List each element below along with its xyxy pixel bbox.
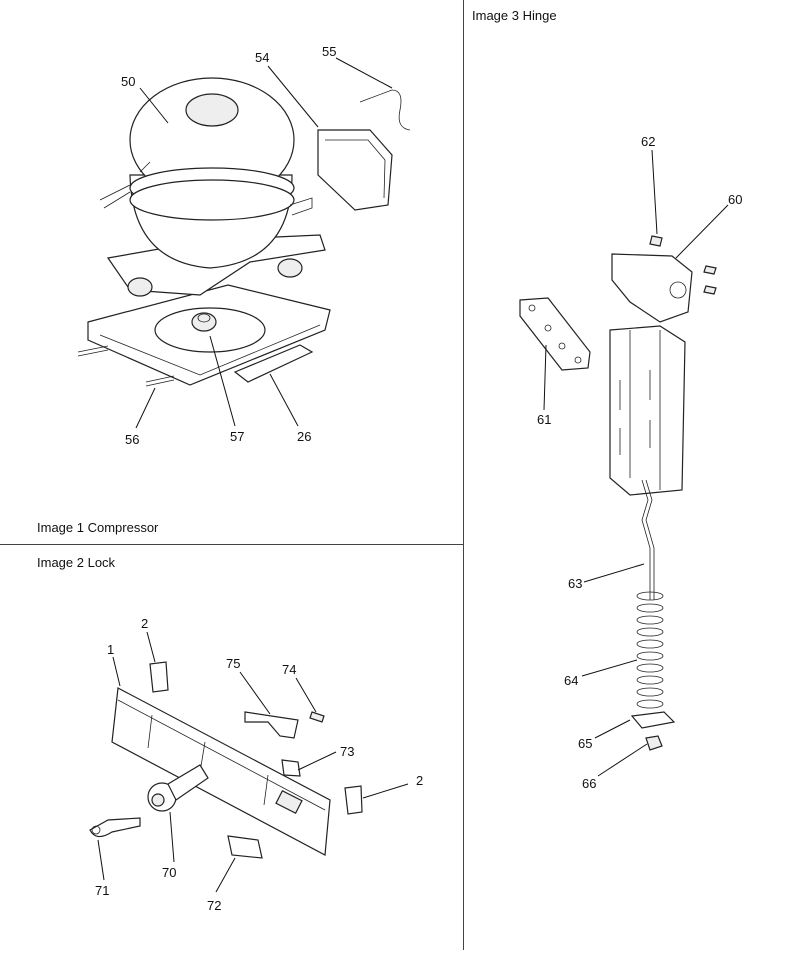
hinge-plate bbox=[519, 297, 591, 371]
callout-2: 2 bbox=[141, 616, 148, 631]
callout-50: 50 bbox=[121, 74, 135, 89]
screw bbox=[309, 711, 325, 723]
label-plate-right bbox=[344, 785, 363, 815]
callout-72: 72 bbox=[207, 898, 221, 913]
compressor-top-dome bbox=[185, 93, 239, 127]
callout-26: 26 bbox=[297, 429, 311, 444]
callout-57: 57 bbox=[230, 429, 244, 444]
callout-62: 62 bbox=[641, 134, 655, 149]
lock-assembly bbox=[89, 661, 363, 859]
callout-1: 1 bbox=[107, 642, 114, 657]
callout-75: 75 bbox=[226, 656, 240, 671]
callout-63: 63 bbox=[568, 576, 582, 591]
callout-54: 54 bbox=[255, 50, 269, 65]
screw-62 bbox=[649, 235, 663, 247]
panel-title-lock: Image 2 Lock bbox=[37, 555, 116, 570]
callout-2-right: 2 bbox=[416, 773, 423, 788]
spring-washer bbox=[630, 711, 676, 729]
nut bbox=[645, 735, 663, 751]
callout-70: 70 bbox=[162, 865, 176, 880]
hinge-bracket bbox=[611, 253, 693, 323]
callout-71: 71 bbox=[95, 883, 109, 898]
wire-harness bbox=[359, 89, 411, 131]
callout-60: 60 bbox=[728, 192, 742, 207]
horizontal-divider bbox=[0, 544, 463, 545]
callout-66: 66 bbox=[582, 776, 596, 791]
callout-56: 56 bbox=[125, 432, 139, 447]
lock-clip bbox=[227, 835, 263, 859]
hinge-rod bbox=[641, 479, 651, 600]
vertical-divider bbox=[463, 0, 464, 950]
hinge-assembly bbox=[519, 235, 717, 751]
callout-55: 55 bbox=[322, 44, 336, 59]
base-tab bbox=[233, 344, 314, 383]
compressor-assembly bbox=[77, 77, 411, 387]
lock-bar bbox=[111, 687, 331, 856]
callout-73: 73 bbox=[340, 744, 354, 759]
spring-clip bbox=[281, 759, 301, 777]
overload-protector bbox=[317, 129, 393, 211]
callout-74: 74 bbox=[282, 662, 296, 677]
callout-65: 65 bbox=[578, 736, 592, 751]
key bbox=[89, 817, 141, 838]
panel-title-hinge: Image 3 Hinge bbox=[472, 8, 557, 23]
hinge-channel bbox=[609, 325, 686, 496]
panel-title-compressor: Image 1 Compressor bbox=[37, 520, 159, 535]
label-plate bbox=[149, 661, 169, 693]
callout-61: 61 bbox=[537, 412, 551, 427]
callout-64: 64 bbox=[564, 673, 578, 688]
retaining-clip bbox=[77, 345, 109, 357]
latch-arm bbox=[244, 711, 299, 739]
hinge-spring bbox=[636, 591, 664, 709]
